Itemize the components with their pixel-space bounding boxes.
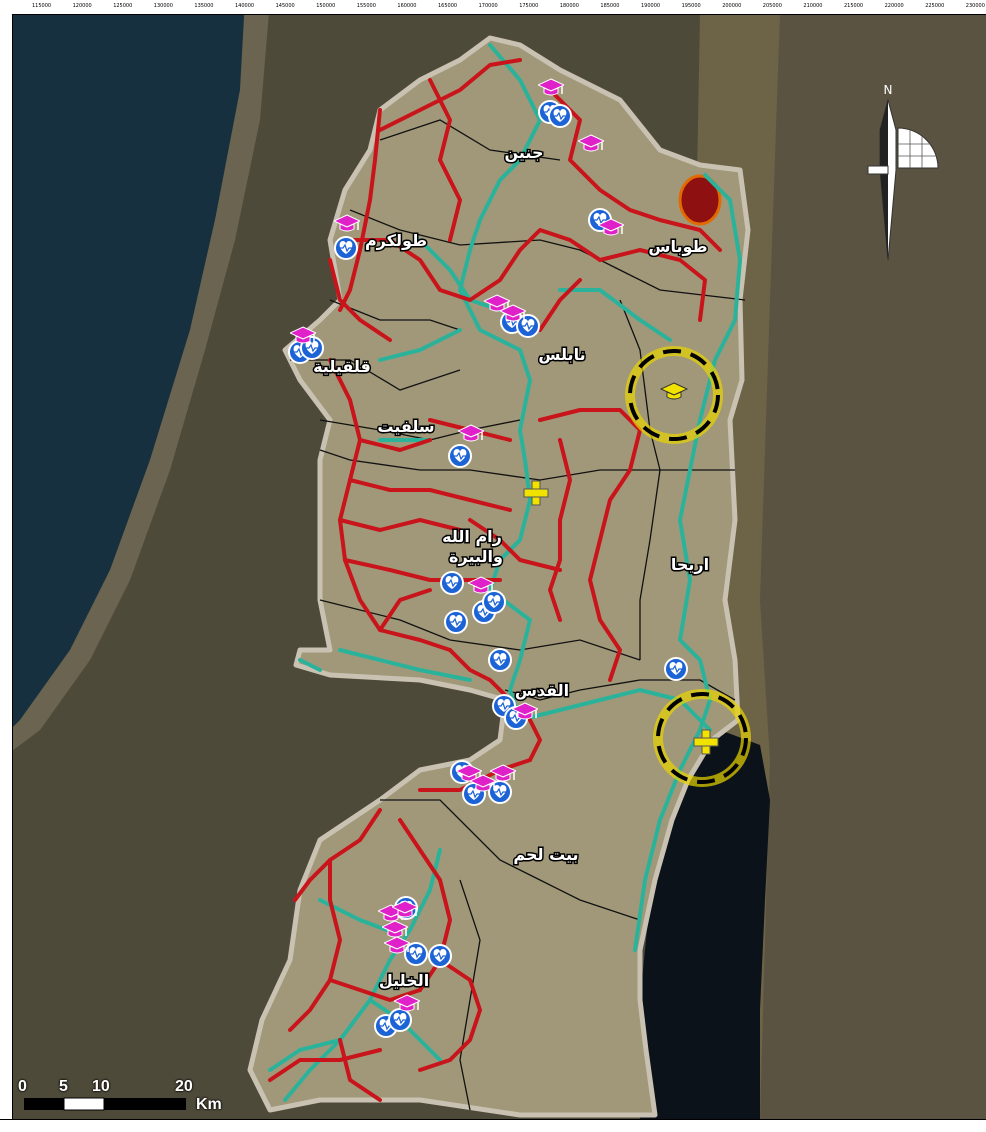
label-nablus: نابلس	[538, 345, 585, 364]
label-jerusalem: القدس	[515, 681, 569, 700]
grid-tick-label: 215000	[844, 3, 864, 9]
dead-sea	[640, 730, 770, 1120]
grid-tick-label: 195000	[681, 3, 701, 9]
heartbeat-icon[interactable]	[488, 780, 512, 804]
heartbeat-icon[interactable]	[444, 610, 468, 634]
scale-tick-0: 0	[18, 1078, 27, 1095]
label-tubas: طوباس	[648, 237, 707, 256]
label-bethlehem: بيت لحم	[513, 845, 578, 864]
plus-icon	[523, 480, 549, 506]
label-ramallah-1: رام الله	[442, 527, 502, 546]
heartbeat-icon[interactable]	[664, 657, 688, 681]
label-tulkarm: طولكرم	[365, 231, 427, 250]
main-roads	[268, 58, 722, 1102]
tubas-hotspot	[678, 174, 722, 226]
heartbeat-icon[interactable]	[428, 944, 452, 968]
heartbeat-icon[interactable]	[548, 104, 572, 128]
grid-tick-label: 125000	[113, 3, 133, 9]
grid-tick-label: 185000	[600, 3, 620, 9]
heartbeat-icon[interactable]	[448, 444, 472, 468]
heartbeat-icon[interactable]	[334, 236, 358, 260]
label-salfit: سلفيت	[377, 417, 434, 436]
grid-tick-label: 180000	[559, 3, 579, 9]
coast-shadow	[0, 0, 270, 760]
north-arrow: N	[867, 83, 939, 261]
scale-tick-10: 10	[92, 1078, 110, 1095]
grid-tick-label: 175000	[519, 3, 539, 9]
grid-tick-label: 230000	[965, 3, 985, 9]
graduation-cap-icon	[659, 382, 689, 400]
scale-unit: Km	[196, 1096, 222, 1113]
heartbeat-icon[interactable]	[482, 590, 506, 614]
jordan-hills	[760, 14, 986, 1120]
secondary-roads	[268, 43, 742, 1102]
grid-tick-label: 205000	[762, 3, 782, 9]
grid-tick-label: 115000	[32, 3, 52, 9]
grid-tick-label: 220000	[884, 3, 904, 9]
grid-tick-label: 170000	[478, 3, 498, 9]
heartbeat-icon[interactable]	[388, 1008, 412, 1032]
proposed-education-site[interactable]	[625, 346, 723, 444]
grid-tick-label: 120000	[72, 3, 92, 9]
grid-tick-label: 145000	[275, 3, 295, 9]
grid-tick-label: 225000	[925, 3, 945, 9]
grid-tick-label: 200000	[722, 3, 742, 9]
heartbeat-icon[interactable]	[488, 648, 512, 672]
plus-icon	[693, 729, 719, 755]
label-hebron: الخليل	[379, 971, 429, 990]
mediterranean-sea	[0, 0, 245, 740]
governorate-boundaries	[290, 119, 746, 1111]
grid-tick-label: 190000	[641, 3, 661, 9]
proposed-health-site[interactable]	[653, 689, 751, 787]
scale-bar	[24, 1097, 186, 1111]
grid-bottom-ticks	[0, 1119, 986, 1132]
grid-left-ticks	[0, 14, 13, 1120]
grid-tick-label: 150000	[316, 3, 336, 9]
scale-tick-5: 5	[59, 1078, 68, 1095]
label-qalqilya: قلقيلية	[313, 357, 371, 376]
grid-tick-label: 155000	[356, 3, 376, 9]
label-ramallah-2: والبيرة	[449, 547, 503, 566]
north-label: N	[884, 83, 893, 97]
grid-tick-label: 210000	[803, 3, 823, 9]
grid-tick-label: 135000	[194, 3, 214, 9]
grid-tick-label: 140000	[235, 3, 255, 9]
grid-tick-label: 130000	[153, 3, 173, 9]
grid-tick-label: 165000	[438, 3, 458, 9]
grid-top-ticks: 115000 120000 125000 130000 135000 140000 1450…	[0, 0, 986, 15]
label-jenin: جنين	[505, 143, 544, 162]
proposed-health-site-central[interactable]	[523, 480, 549, 506]
label-jericho: اريحا	[671, 555, 709, 574]
place-labels: جنين طولكرم طوباس نابلس قلقيلية سلفيت را…	[312, 142, 711, 992]
scale-tick-20: 20	[175, 1078, 193, 1095]
grid-tick-label: 160000	[397, 3, 417, 9]
heartbeat-icon[interactable]	[440, 571, 464, 595]
